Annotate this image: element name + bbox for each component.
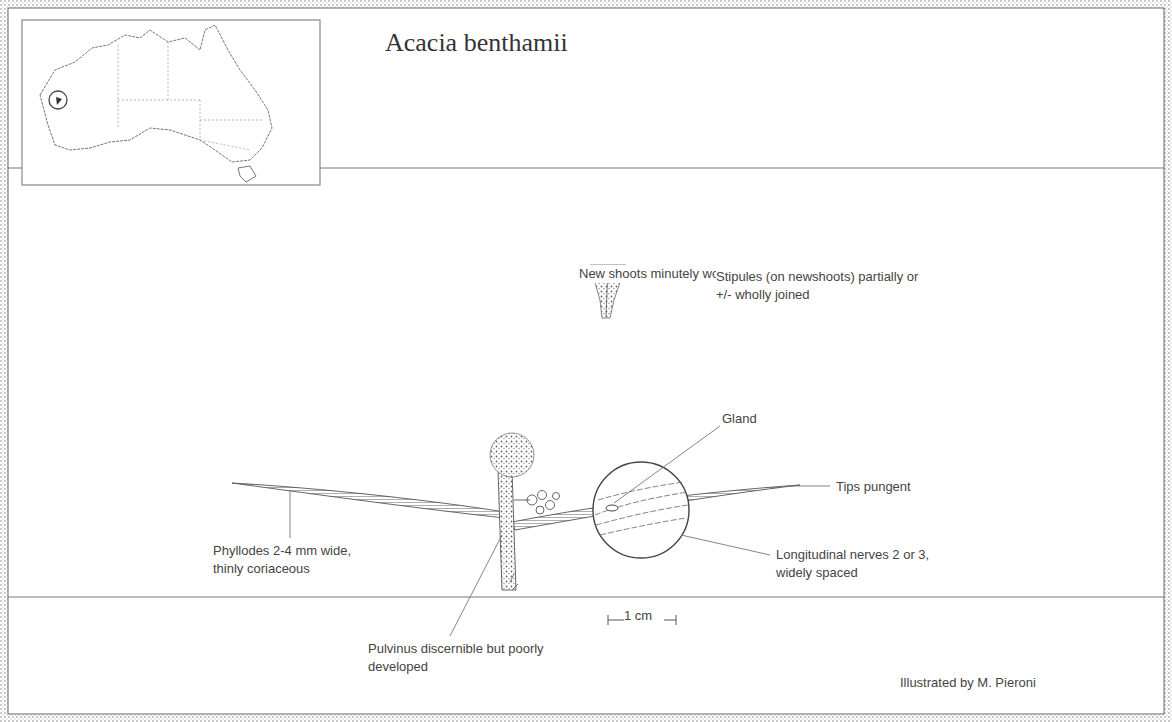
rule xyxy=(8,597,1164,598)
callout-label: Gland xyxy=(722,410,782,428)
callout-label: Stipules (on newshoots) partially or +/-… xyxy=(716,268,931,303)
credit: Illustrated by M. Pieroni xyxy=(900,674,1120,692)
map-inset xyxy=(22,20,320,185)
title: Acacia benthamii xyxy=(385,28,568,58)
callout-label: Tips pungent xyxy=(836,478,956,496)
callout-label: Longitudinal nerves 2 or 3, widely space… xyxy=(776,546,946,581)
leader-line xyxy=(290,281,830,636)
callout-label: Phyllodes 2-4 mm wide, thinly coriaceous xyxy=(213,542,373,577)
scale-label: 1 cm xyxy=(624,607,664,625)
callout-label: Pulvinus discernible but poorly develope… xyxy=(368,640,548,675)
